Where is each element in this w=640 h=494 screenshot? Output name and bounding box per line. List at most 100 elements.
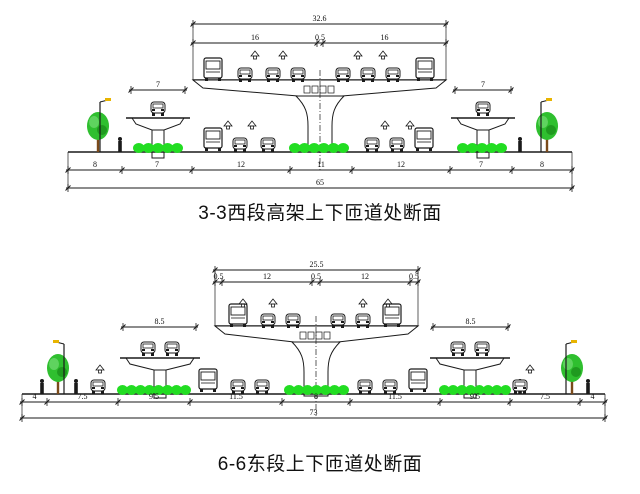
arrow-stem	[356, 55, 360, 60]
car-light	[152, 109, 155, 111]
car-wheel	[514, 391, 517, 394]
car-icon	[382, 379, 398, 394]
car-icon	[385, 67, 401, 82]
bus-wheel	[218, 148, 221, 151]
shrub	[327, 143, 340, 153]
shrub	[180, 385, 191, 395]
car-wheel	[265, 391, 268, 394]
arrow-stem	[361, 303, 365, 308]
shrub	[337, 143, 349, 153]
tree-icon	[87, 112, 109, 152]
car-icon	[450, 341, 466, 356]
bus-windshield	[205, 130, 221, 140]
car-wheel	[151, 353, 154, 356]
car-icon	[474, 341, 490, 356]
car-windshield	[384, 381, 396, 387]
shrub	[162, 385, 173, 395]
car-wheel	[461, 353, 464, 356]
car-wheel	[375, 149, 378, 152]
car-light	[262, 321, 265, 323]
tree-highlight	[538, 116, 548, 128]
dimension-tick	[120, 324, 126, 330]
top-split-dim-label: 0.5	[214, 272, 224, 281]
car-light	[239, 75, 242, 77]
lane-arrow-icon	[95, 364, 105, 374]
dimension-tick	[115, 399, 121, 405]
car-icon	[389, 137, 405, 152]
car-wheel	[387, 79, 390, 82]
car-light	[151, 349, 154, 351]
car-wheel	[271, 325, 274, 328]
car-wheel	[287, 325, 290, 328]
car-light	[267, 75, 270, 77]
dimension-tick	[452, 87, 458, 93]
bus-icon	[198, 368, 218, 392]
shrub	[466, 143, 479, 153]
dimension-tick	[347, 399, 353, 405]
arrow-stem	[528, 369, 532, 374]
shrub	[142, 143, 155, 153]
car-light	[271, 321, 274, 323]
car-icon	[335, 67, 351, 82]
car-wheel	[384, 391, 387, 394]
bottom-segment-dim-label: 7	[479, 160, 483, 169]
tree-icon	[536, 112, 558, 152]
ramp-right-dim-label: 7	[481, 80, 485, 89]
arrow-head	[247, 120, 257, 127]
car-wheel	[400, 149, 403, 152]
lane-arrow-icon	[378, 50, 388, 60]
car-light	[142, 349, 145, 351]
girder-cell	[327, 85, 335, 94]
tree-highlight	[89, 116, 99, 128]
shrub	[474, 385, 485, 395]
car-light	[400, 145, 403, 147]
car-wheel	[485, 353, 488, 356]
shrub	[495, 143, 508, 153]
girder-cell	[319, 85, 327, 94]
arrow-stem	[408, 125, 412, 130]
arrow-stem	[253, 55, 257, 60]
shrub	[465, 385, 476, 395]
car-icon	[237, 67, 253, 82]
arrow-head	[380, 120, 390, 127]
lane-arrow-icon	[247, 120, 257, 130]
shrub	[500, 385, 511, 395]
tree-shade	[97, 125, 107, 135]
bus-wheel	[384, 324, 387, 327]
car-wheel	[292, 79, 295, 82]
car-icon	[364, 137, 380, 152]
bottom-total-dim-label: 65	[316, 178, 324, 187]
arrow-head	[278, 50, 288, 57]
car-icon	[254, 379, 270, 394]
pedestrian-head	[586, 379, 590, 383]
car-light	[366, 145, 369, 147]
bus-windshield	[200, 371, 216, 381]
tree-icon	[47, 354, 69, 394]
car-light	[514, 387, 517, 389]
shrub	[126, 385, 137, 395]
lamp-icon	[53, 340, 65, 394]
arrow-stem	[271, 303, 275, 308]
bus-icon	[414, 127, 434, 151]
car-light	[161, 109, 164, 111]
arrow-stem	[386, 303, 390, 308]
girder-cell	[307, 331, 315, 340]
lane-arrow-icon	[268, 298, 278, 308]
dimension-tick	[128, 87, 134, 93]
car-windshield	[452, 343, 464, 349]
pedestrian-head	[40, 379, 44, 383]
tree-shade	[546, 125, 556, 135]
shrub	[289, 143, 301, 153]
ramp-deck	[131, 117, 185, 131]
hedge-shrubs	[284, 385, 349, 395]
pedestrian-body	[518, 141, 522, 152]
car-windshield	[391, 139, 403, 145]
pedestrian-icon	[118, 137, 122, 152]
lamp-icon	[540, 98, 552, 152]
arrow-head	[358, 298, 368, 305]
arrow-head	[223, 120, 233, 127]
car-light	[396, 75, 399, 77]
car-icon	[232, 137, 248, 152]
car-wheel	[476, 353, 479, 356]
hedge-shrubs	[117, 385, 191, 395]
